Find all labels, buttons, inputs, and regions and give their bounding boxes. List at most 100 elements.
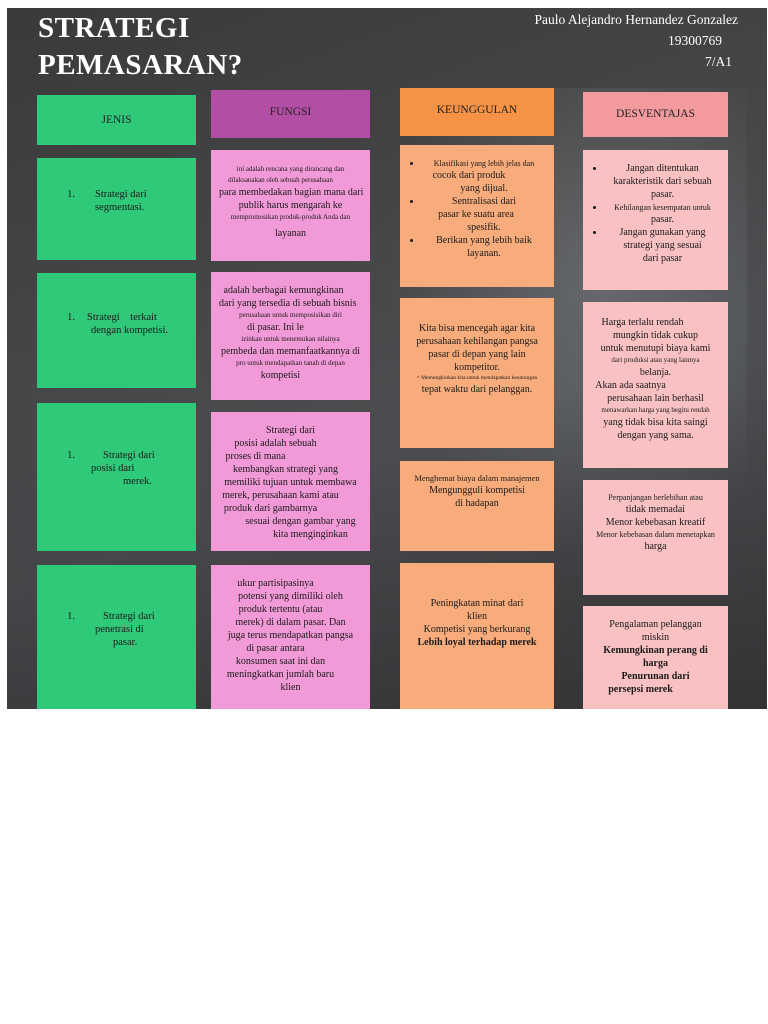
fungsi-text: kita menginginkan xyxy=(273,529,348,540)
desventajas-text: Penurunan dari xyxy=(621,671,690,682)
class-label: 7/A1 xyxy=(705,54,732,69)
fungsi-text: proses di mana xyxy=(225,451,286,462)
desventajas-text: dari produksi atau yang lainnya xyxy=(611,356,700,364)
fungsi-text: di pasar. Ini le xyxy=(247,322,304,333)
student-id: 19300769 xyxy=(668,33,722,48)
desventajas-text: Akan ada saatnya xyxy=(595,380,666,391)
fungsi-text: memiliki tujuan untuk membawa xyxy=(224,477,357,488)
desventajas-text: harga xyxy=(644,541,667,552)
fungsi-text: izinkan untuk menemukan nilainya xyxy=(241,335,340,343)
fungsi-cell-3: Strategi dari posisi adalah sebuah prose… xyxy=(211,412,370,551)
bullet-text: Kehilangan kesempatan untuk xyxy=(614,203,711,212)
desventajas-text: belanja. xyxy=(639,367,672,378)
bullet-text: Jangan ditentukan xyxy=(626,163,699,174)
fungsi-text: konsumen saat ini dan xyxy=(235,656,326,667)
jenis-text: posisi dari xyxy=(91,463,135,474)
desventajas-text: miskin xyxy=(641,632,670,643)
fungsi-text: kompetisi xyxy=(260,370,301,381)
header-jenis: JENIS xyxy=(37,95,196,145)
fungsi-text: merek) di dalam pasar. Dan xyxy=(235,617,346,628)
fungsi-text: ukur partisipasinya xyxy=(237,578,314,589)
bullet-item: Jangan ditentukan karakteristik dari sebu… xyxy=(605,162,720,201)
bullet-text: pasar ke suatu area xyxy=(438,209,514,220)
list-number: 1. xyxy=(67,189,75,200)
title-line-2: PEMASARAN? xyxy=(38,49,243,81)
fungsi-text: mempromosikan produk-produk Anda dan xyxy=(230,213,351,221)
jenis-text: segmentasi. xyxy=(95,202,145,213)
bullet-text: pasar. xyxy=(650,189,675,200)
fungsi-text: perusahaan untuk memposisikan diri xyxy=(239,311,342,319)
keunggulan-text: pasar di depan yang lain xyxy=(428,349,526,360)
desventajas-text: Menor kebebasan kreatif xyxy=(605,517,706,528)
bullet-text: Berikan yang lebih baik xyxy=(436,235,532,246)
desventajas-text: mungkin tidak cukup xyxy=(613,330,698,341)
desventajas-text: yang tidak bisa kita saingi xyxy=(603,417,708,428)
fungsi-text: produk dari gambarnya xyxy=(223,503,318,514)
keunggulan-text: Peningkatan minat dari xyxy=(430,598,524,609)
fungsi-text: ini adalah rencana yang dirancang dan xyxy=(236,165,345,173)
header-desventajas-label: DESVENTAJAS xyxy=(616,108,695,120)
bullet-text: strategi yang sesuai xyxy=(623,240,702,251)
keunggulan-cell-4: Peningkatan minat dari klien Kompetisi y… xyxy=(400,563,554,709)
fungsi-text: pembeda dan memanfaatkannya di xyxy=(220,346,361,357)
author-name: Paulo Alejandro Hernandez Gonzalez xyxy=(534,12,738,27)
jenis-text: Strategi terkait xyxy=(87,312,157,323)
bullet-text: layanan. xyxy=(467,248,501,259)
desventajas-text: harga xyxy=(643,658,668,669)
desventajas-cell-1: Jangan ditentukan karakteristik dari sebu… xyxy=(583,150,728,290)
keunggulan-text: kompetitor. xyxy=(454,362,500,373)
bullet-text: dari pasar xyxy=(642,253,683,264)
desventajas-text: untuk menutupi biaya kami xyxy=(600,343,711,354)
keunggulan-text: Kompetisi yang berkurang xyxy=(423,624,531,635)
fungsi-cell-1: ini adalah rencana yang dirancang dan di… xyxy=(211,150,370,261)
keunggulan-text: Kita bisa mencegah agar kita xyxy=(418,323,536,334)
desventajas-text: menawarkan harga yang begitu rendah xyxy=(601,406,710,414)
keunggulan-cell-3: Menghemat biaya dalam manajemen Mengungg… xyxy=(400,461,554,551)
header-keunggulan: KEUNGGULAN xyxy=(400,88,554,136)
fungsi-text: pro untuk mendapatkan tanah di depan xyxy=(236,359,345,367)
keunggulan-text: perusahaan kehilangan pangsa xyxy=(416,336,538,347)
title-line-1: STRATEGI xyxy=(38,12,190,44)
bullet-text: yang dijual. xyxy=(460,183,508,194)
bullet-text: Sentralisasi dari xyxy=(451,196,517,207)
keunggulan-text: = Memungkinkan kita untuk mendapatkan ke… xyxy=(416,375,538,381)
list-number: 1. xyxy=(67,312,75,323)
desventajas-text: perusahaan lain berhasil xyxy=(607,393,704,404)
header-fungsi-label: FUNGSI xyxy=(269,106,312,118)
desventajas-text: Harga terlalu rendah xyxy=(601,317,684,328)
keunggulan-cell-2: Kita bisa mencegah agar kita perusahaan … xyxy=(400,298,554,448)
fungsi-text: publik harus mengarah ke xyxy=(238,200,343,211)
fungsi-text: merek, perusahaan kami atau xyxy=(222,490,339,501)
fungsi-text: dilaksanakan oleh sebuah perusahaan xyxy=(228,176,333,184)
fungsi-text: juga terus mendapatkan pangsa xyxy=(227,630,354,641)
desventajas-text: Kemungkinan perang di xyxy=(603,645,708,656)
desventajas-text: persepsi merek xyxy=(608,684,673,695)
header-jenis-label: JENIS xyxy=(101,113,132,126)
desventajas-text: tidak memadai xyxy=(625,504,686,515)
bullet-text: Klasifikasi yang lebih jelas dan xyxy=(433,159,535,168)
desventajas-cell-4: Pengalaman pelanggan miskin Kemungkinan … xyxy=(583,606,728,709)
bullet-item: Berikan yang lebih baik layanan. xyxy=(422,234,546,260)
fungsi-text: Strategi dari xyxy=(265,425,316,436)
header-desventajas: DESVENTAJAS xyxy=(583,92,728,137)
fungsi-text: kembangkan strategi yang xyxy=(233,464,338,475)
bullet-text: spesifik. xyxy=(467,222,501,233)
header-keunggulan-label: KEUNGGULAN xyxy=(436,104,518,116)
jenis-text: dengan kompetisi. xyxy=(91,325,168,336)
keunggulan-text: Mengungguli kompetisi xyxy=(429,485,525,496)
fungsi-text: para membedakan bagian mana dari xyxy=(219,187,364,198)
bullet-text: karakteristik dari sebuah xyxy=(613,176,712,187)
list-number: 1. xyxy=(67,611,75,622)
desventajas-text: Menor kebebasan dalam menetapkan xyxy=(596,530,715,539)
keunggulan-text: di hadapan xyxy=(455,498,499,509)
jenis-text: pasar. xyxy=(113,637,138,648)
fungsi-text: dari yang tersedia di sebuah bisnis xyxy=(219,298,357,309)
desventajas-list: Jangan ditentukan karakteristik dari sebu… xyxy=(591,162,720,265)
